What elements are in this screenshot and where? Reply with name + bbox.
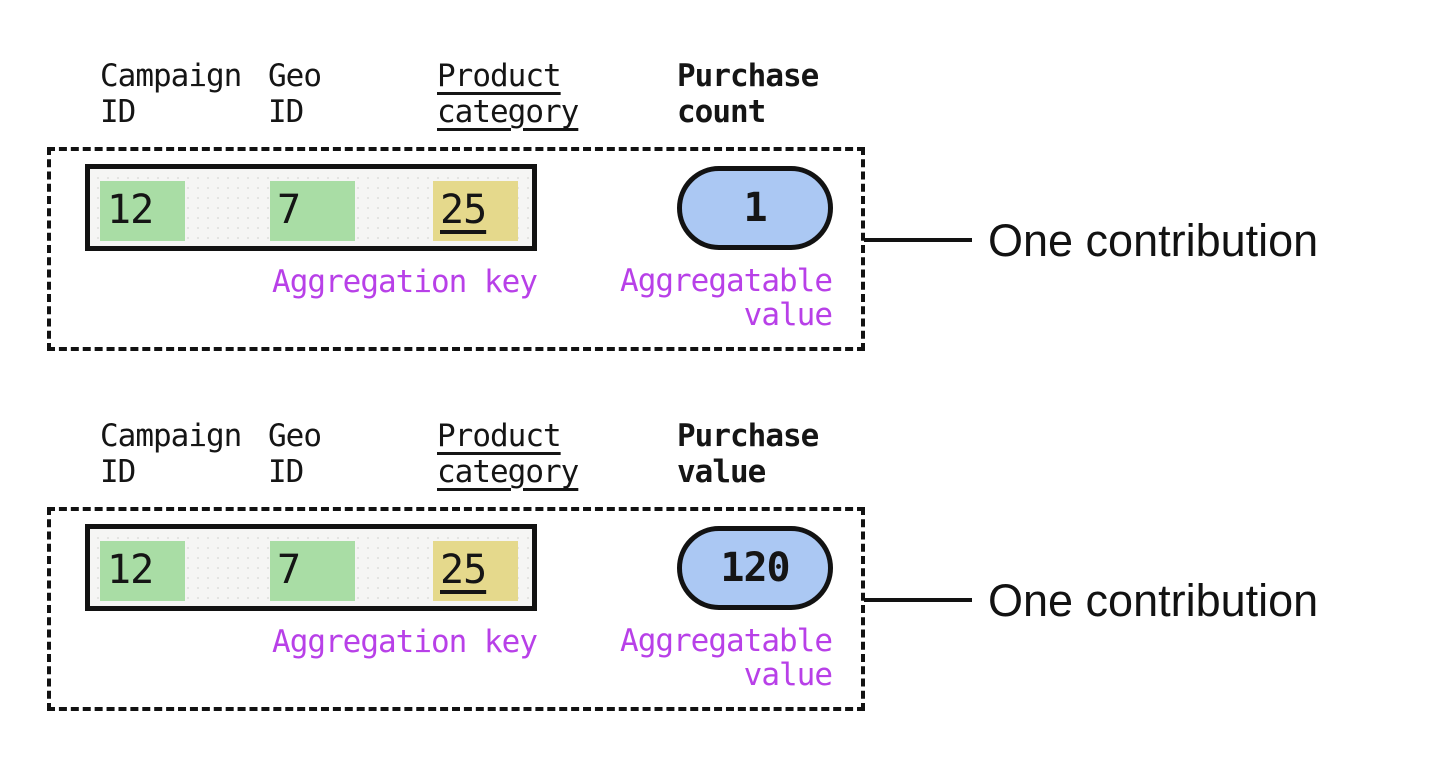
label-line: Aggregatable (620, 623, 833, 659)
header-line: Product (437, 58, 562, 94)
header-line: category (437, 94, 579, 130)
one-contribution-callout: One contribution (988, 215, 1319, 266)
aggregatable-value-label: Aggregatable value (600, 623, 833, 693)
header-line: ID (100, 94, 136, 130)
pill-value: 120 (720, 545, 790, 591)
column-header-geo-id: Geo ID (268, 418, 322, 490)
cell-value: 12 (107, 547, 154, 593)
cell-value: 25 (440, 187, 487, 233)
cell-campaign-id: 12 (100, 541, 185, 601)
header-line: value (677, 454, 766, 490)
header-line: Product (437, 418, 562, 454)
header-line: Campaign (100, 418, 242, 454)
connector-line (864, 238, 972, 242)
header-line: Campaign (100, 58, 242, 94)
cell-product-category: 25 (433, 541, 518, 601)
aggregation-key-label: Aggregation key (272, 264, 538, 300)
cell-value: 12 (107, 187, 154, 233)
contribution-section-value: Campaign ID Geo ID Product category Purc… (0, 360, 1442, 720)
aggregatable-value-pill: 120 (677, 526, 833, 610)
header-line: Purchase (677, 58, 819, 94)
header-line: ID (268, 94, 304, 130)
cell-value: 25 (440, 547, 487, 593)
contribution-boundary (47, 507, 865, 711)
column-header-product-category: Product category (437, 58, 579, 130)
header-line: Purchase (677, 418, 819, 454)
cell-geo-id: 7 (270, 541, 355, 601)
cell-value: 7 (277, 187, 301, 233)
cell-geo-id: 7 (270, 181, 355, 241)
label-line: Aggregatable (620, 263, 833, 299)
contribution-boundary (47, 147, 865, 351)
label-line: value (743, 657, 833, 693)
header-line: ID (100, 454, 136, 490)
one-contribution-callout: One contribution (988, 575, 1319, 626)
cell-campaign-id: 12 (100, 181, 185, 241)
header-line: ID (268, 454, 304, 490)
column-header-product-category: Product category (437, 418, 579, 490)
column-header-purchase-count: Purchase count (677, 58, 819, 130)
pill-value: 1 (743, 185, 767, 231)
column-header-purchase-value: Purchase value (677, 418, 819, 490)
column-header-geo-id: Geo ID (268, 58, 322, 130)
header-line: Geo (268, 418, 322, 454)
cell-value: 7 (277, 547, 301, 593)
aggregatable-value-pill: 1 (677, 166, 833, 250)
contribution-section-count: Campaign ID Geo ID Product category Purc… (0, 0, 1442, 360)
cell-product-category: 25 (433, 181, 518, 241)
column-header-campaign-id: Campaign ID (100, 58, 242, 130)
header-line: count (677, 94, 766, 130)
connector-line (864, 598, 972, 602)
header-line: category (437, 454, 579, 490)
column-header-campaign-id: Campaign ID (100, 418, 242, 490)
aggregation-key-label: Aggregation key (272, 624, 538, 660)
header-line: Geo (268, 58, 322, 94)
label-line: value (743, 297, 833, 333)
aggregatable-value-label: Aggregatable value (600, 263, 833, 333)
